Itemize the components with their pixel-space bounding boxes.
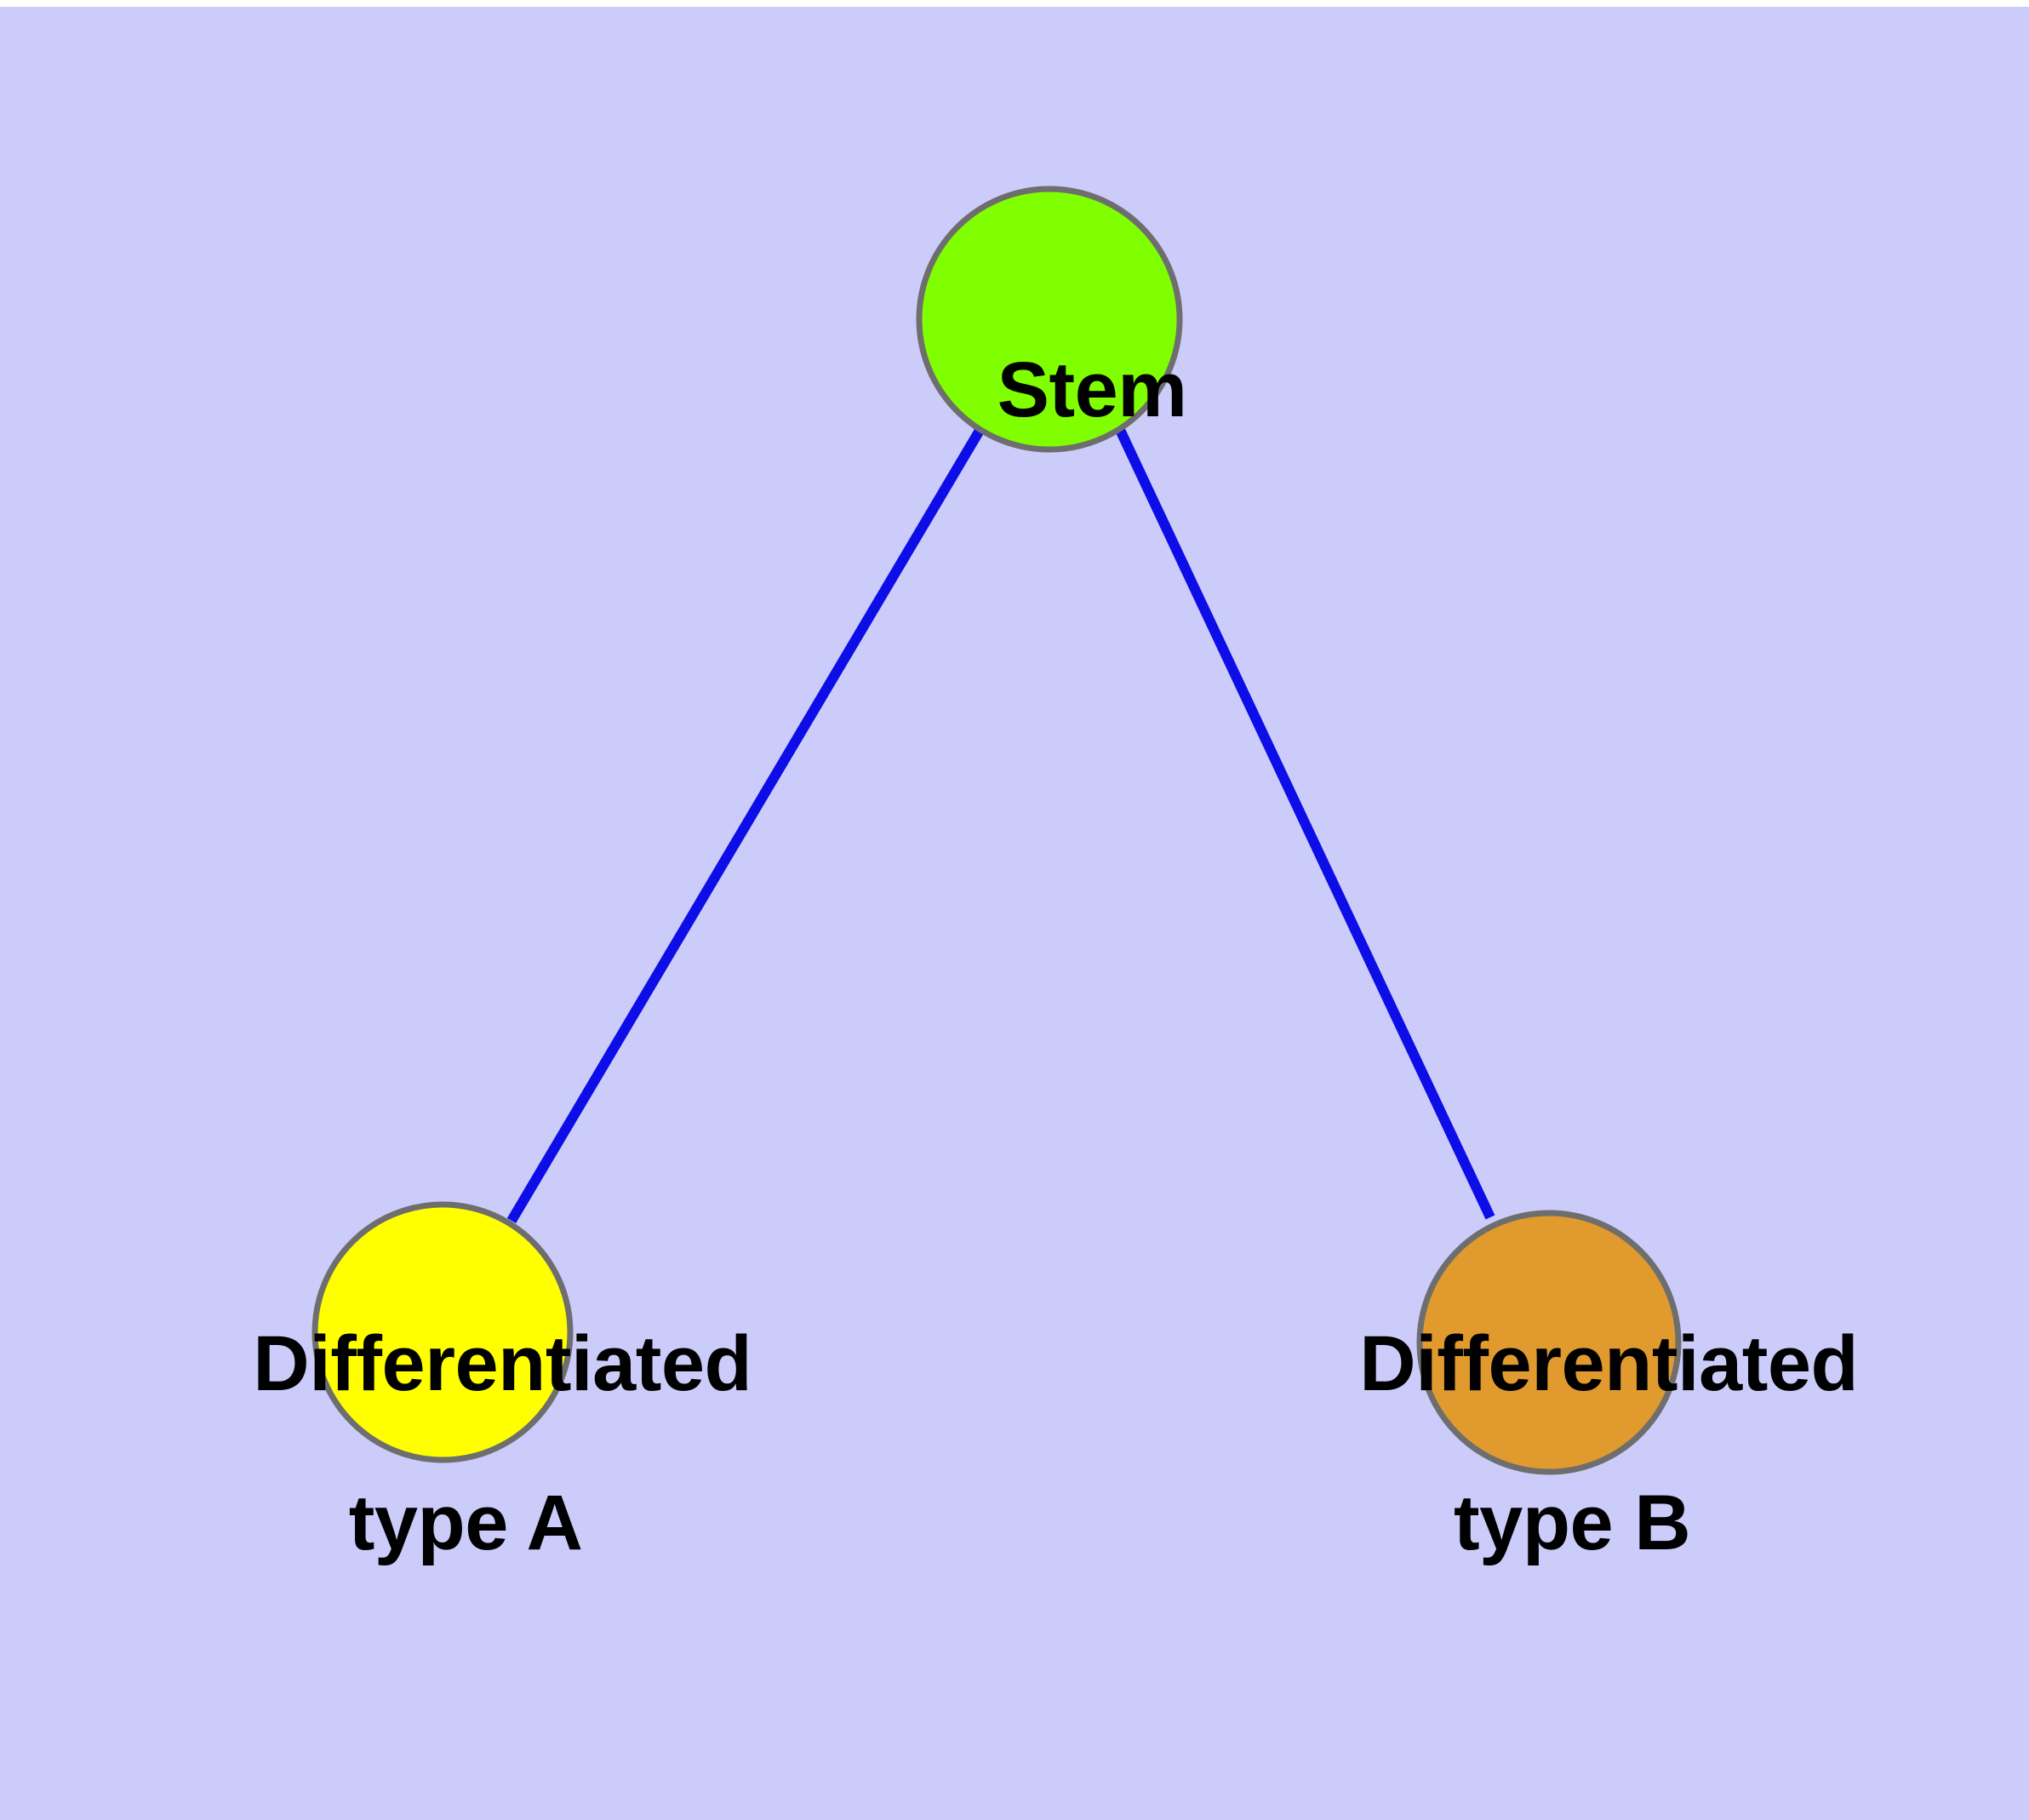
node-differentiated-type-b[interactable]	[1416, 1210, 1682, 1475]
edge-stem-to-type-b[interactable]	[1115, 427, 1495, 1220]
edge-layer	[506, 426, 1495, 1224]
node-differentiated-type-a[interactable]	[311, 1201, 574, 1463]
node-stem[interactable]	[916, 186, 1183, 453]
edge-stem-to-type-a[interactable]	[506, 426, 986, 1224]
node-layer	[311, 186, 1682, 1475]
